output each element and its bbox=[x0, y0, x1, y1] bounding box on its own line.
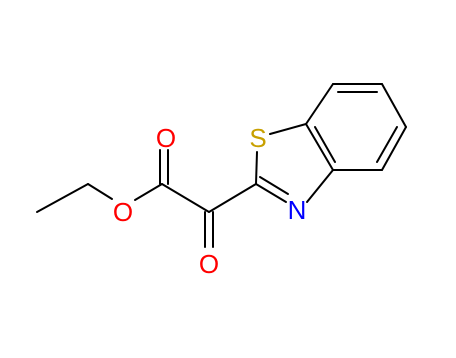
bond-n-c3a bbox=[306, 169, 334, 203]
atom-o-keto: O bbox=[199, 249, 219, 279]
bond-c2-n-a bbox=[255, 183, 287, 203]
bond-c6-c5 bbox=[381, 83, 407, 128]
bond-s-c7a bbox=[269, 123, 307, 135]
bond-c2-n-b bbox=[259, 176, 289, 195]
bond-c7a-c3a-inner bbox=[314, 126, 336, 163]
bond-c5-c4-inner bbox=[376, 126, 398, 163]
atom-label-layer: O O O S N bbox=[113, 123, 307, 279]
atom-n-thiazole: N bbox=[288, 195, 307, 225]
atom-o-ester-carbonyl: O bbox=[156, 123, 176, 153]
bond-ch2-o bbox=[87, 183, 113, 200]
atom-s-thiazole: S bbox=[249, 123, 266, 153]
bond-c7a-c7 bbox=[305, 83, 334, 125]
atom-o-ester: O bbox=[113, 197, 133, 227]
bond-c3a-c7a bbox=[305, 123, 334, 171]
bond-ester-to-keto bbox=[161, 183, 210, 213]
bond-keto-to-c2 bbox=[208, 183, 257, 213]
bond-ch3-ch2 bbox=[36, 183, 89, 213]
bond-c2-s bbox=[255, 151, 258, 185]
bond-layer bbox=[36, 83, 407, 248]
bond-c5-c4 bbox=[381, 126, 407, 171]
bond-o-c-ester bbox=[134, 183, 163, 201]
